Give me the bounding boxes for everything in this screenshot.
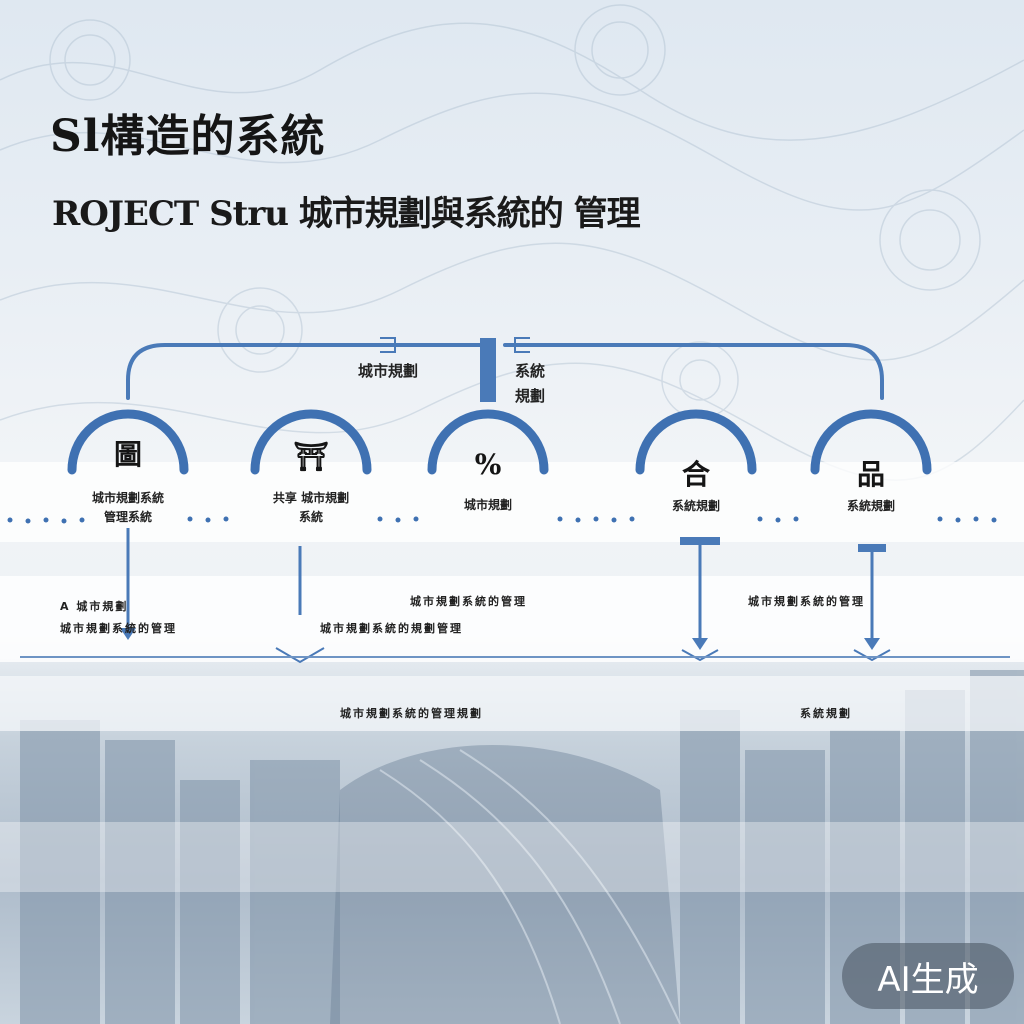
hub-label-right-1: 系統 — [515, 362, 546, 380]
ai-generated-badge: AI生成 — [842, 943, 1014, 1009]
pale-band — [0, 822, 1024, 892]
node-arc — [250, 409, 372, 475]
node-arc — [427, 409, 549, 475]
pale-band — [0, 576, 1024, 662]
percent-icon: % — [474, 448, 502, 481]
text-row: A 城市規劃 — [60, 600, 129, 613]
text-row: 城市規劃系統的管理 — [60, 622, 177, 635]
node-caption: 城市規劃 — [463, 498, 512, 512]
text-row: 城市規劃系統的規劃管理 — [320, 622, 463, 635]
node-arc — [67, 409, 189, 475]
text-row: 城市規劃系統的管理 — [748, 595, 865, 608]
node-caption: 系統規劃 — [671, 499, 720, 513]
building-icon: 圖 — [113, 438, 142, 471]
node-arc — [810, 409, 932, 475]
grid-icon: 品 — [856, 458, 885, 491]
node-caption: 系統規劃 — [846, 499, 895, 513]
gate-icon: ⛩ — [293, 440, 329, 473]
page-subtitle: ROJECT Stru 城市規劃與系統的 管理 — [52, 194, 641, 234]
text-row: 城市規劃系統的管理規劃 — [340, 707, 483, 720]
hub-label-right-2: 規劃 — [515, 387, 546, 405]
top-connector-right — [503, 343, 884, 400]
node-caption: 城市規劃系統 — [91, 491, 164, 505]
city-skyline — [20, 670, 1024, 1024]
page-title: Sl構造的系統 — [50, 111, 326, 162]
node-caption: 管理系統 — [103, 510, 152, 524]
background-pattern — [0, 4, 1024, 481]
pale-band — [0, 462, 1024, 542]
text-row: 城市規劃系統的管理 — [410, 595, 527, 608]
node-caption: 系統 — [298, 510, 323, 524]
house-icon: 合 — [681, 458, 710, 491]
top-connector-left — [126, 343, 482, 400]
text-row: 系統規劃 — [800, 707, 852, 720]
hub-bar — [480, 338, 496, 402]
node-arc — [635, 409, 757, 475]
pale-band — [0, 676, 1024, 731]
node-caption: 共享 城市規劃 — [272, 491, 350, 505]
hub-label-left: 城市規劃 — [358, 362, 419, 380]
